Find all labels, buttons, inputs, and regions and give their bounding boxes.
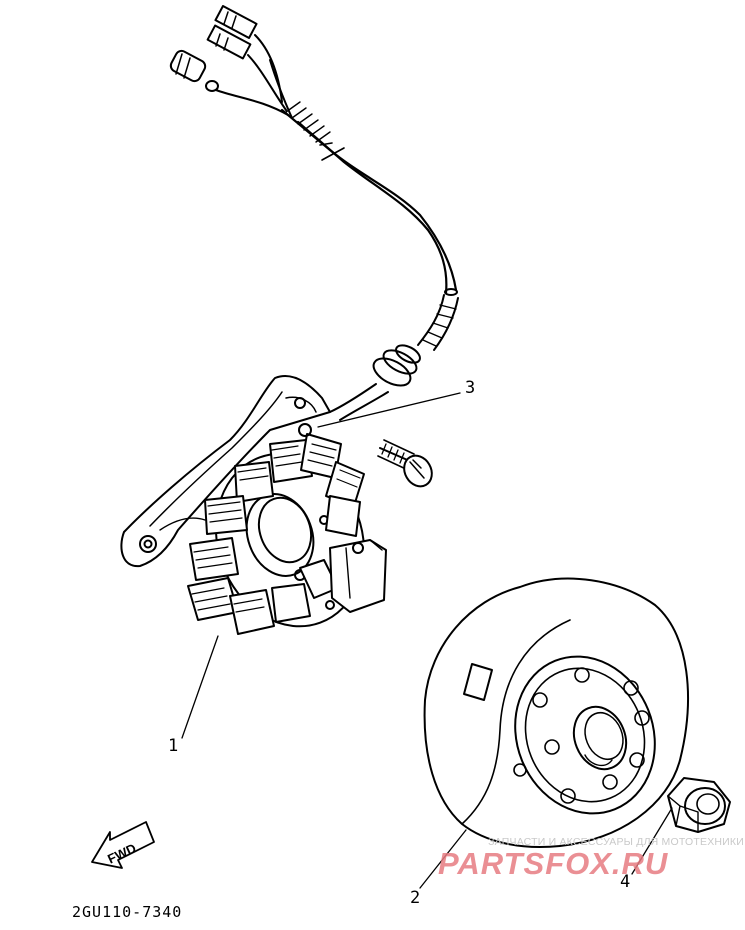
- connector-plug-2: [206, 24, 252, 60]
- leader-lines: [181, 392, 673, 889]
- stator-coils: [187, 433, 365, 635]
- stator-assembly: [120, 375, 387, 635]
- nut: [667, 777, 731, 833]
- callout-4: 4: [620, 872, 631, 892]
- fwd-arrow-icon: [91, 821, 155, 869]
- callout-3: 3: [465, 378, 476, 398]
- connector-plug-3: [169, 49, 219, 92]
- diagram-part-code: 2GU110-7340: [72, 903, 183, 921]
- pickup-coil: [325, 539, 387, 613]
- screw: [377, 439, 433, 488]
- wire-harness: [169, 5, 459, 421]
- callout-2: 2: [410, 888, 421, 908]
- rotor-holes: [513, 667, 650, 804]
- watermark-brand: PARTSFOX.RU: [438, 846, 669, 881]
- callout-1: 1: [168, 736, 179, 756]
- grommet: [372, 344, 421, 387]
- flywheel-rotor: [423, 577, 689, 849]
- watermark-caption: ЗАПЧАСТИ И АКСЕССУАРЫ ДЛЯ МОТОТЕХНИКИ: [488, 836, 744, 848]
- connector-plug-1: [214, 5, 258, 39]
